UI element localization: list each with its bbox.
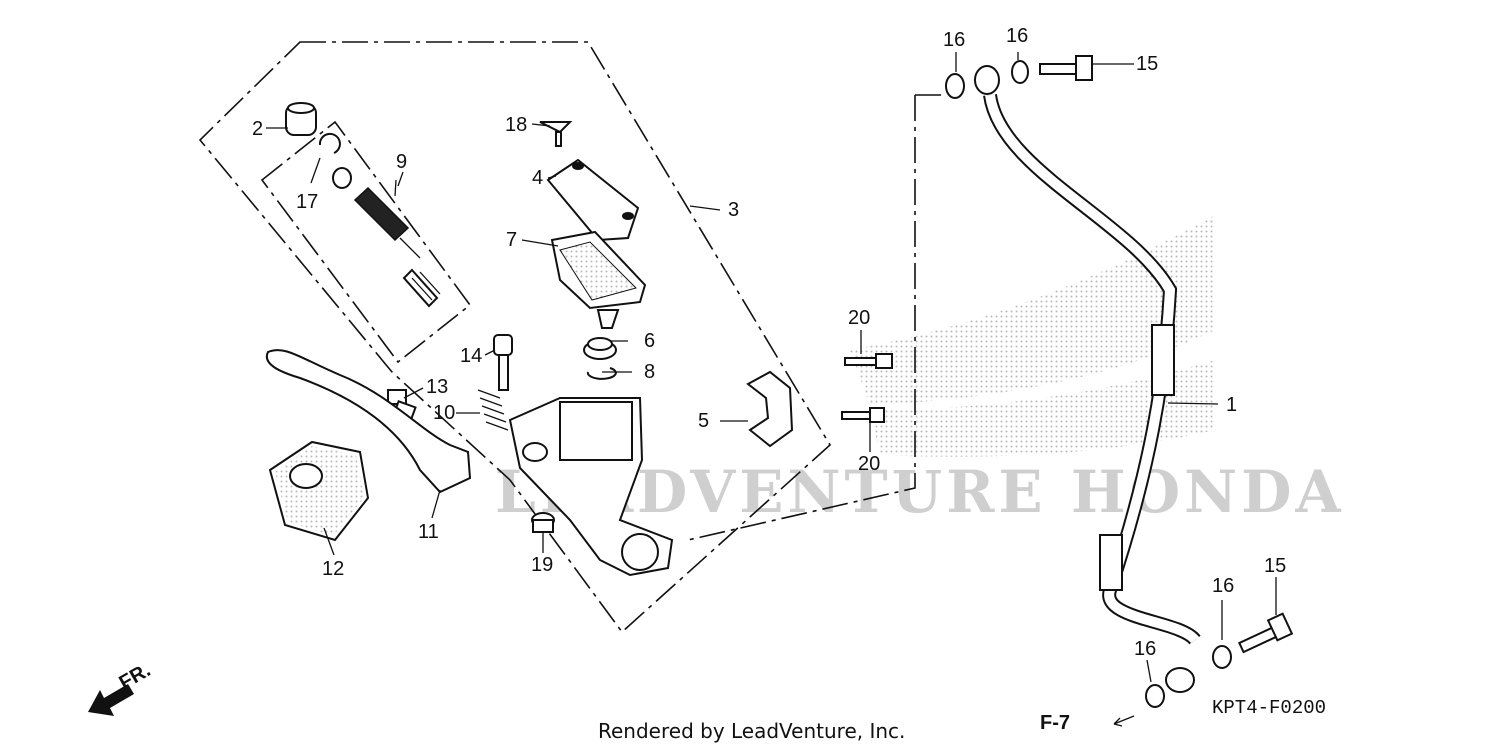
brake-lever-part-11[interactable] <box>265 349 472 494</box>
cap-part-19[interactable] <box>531 512 555 533</box>
diaphragm-part-7[interactable] <box>550 230 647 329</box>
washer-part-9a[interactable] <box>332 167 352 189</box>
callout-15-lower: 15 <box>1264 555 1286 577</box>
callout-19: 19 <box>531 554 553 576</box>
callout-4: 4 <box>532 167 543 189</box>
callout-1: 1 <box>1226 394 1237 416</box>
credit-line: Rendered by LeadVenture, Inc. <box>598 719 905 743</box>
pivot-bolt-part-14[interactable] <box>493 334 513 391</box>
washer-part-16-b[interactable] <box>1011 60 1029 84</box>
banjo-bolt-part-15-lower[interactable] <box>1238 612 1294 654</box>
callout-6: 6 <box>644 330 655 352</box>
screw-part-18[interactable] <box>539 121 573 147</box>
callout-15-upper: 15 <box>1136 53 1158 75</box>
callout-13: 13 <box>426 376 448 398</box>
callout-17: 17 <box>296 191 318 213</box>
callout-2: 2 <box>252 118 263 140</box>
callout-16-c: 16 <box>1212 575 1234 597</box>
front-direction-arrow: FR. <box>88 659 154 716</box>
callout-16-b: 16 <box>1006 25 1028 47</box>
reservoir-cap-part-4[interactable] <box>546 158 640 242</box>
callout-20-upper: 20 <box>848 307 870 329</box>
ring-part-8[interactable] <box>586 367 617 380</box>
callout-16-d: 16 <box>1134 638 1156 660</box>
honda-wing-watermark: LEADVENTURE HONDA <box>495 215 1340 526</box>
callout-3: 3 <box>728 199 739 221</box>
spring-part-10[interactable] <box>477 389 509 431</box>
callout-9: 9 <box>396 151 407 173</box>
holder-part-5[interactable] <box>746 370 794 448</box>
figure-reference: F-7 <box>1040 712 1070 734</box>
assembly-boundary-9 <box>260 120 472 364</box>
circlip-part-17[interactable] <box>318 132 341 154</box>
callout-16-a: 16 <box>943 29 965 51</box>
leader-lines <box>266 52 1277 683</box>
washer-part-16-c[interactable] <box>1212 645 1232 669</box>
washer-part-16-a[interactable] <box>945 73 965 99</box>
callout-5: 5 <box>698 410 709 432</box>
boot-part-2[interactable] <box>285 102 317 136</box>
callout-20-lower: 20 <box>858 453 880 475</box>
bolt-part-20-lower[interactable] <box>841 407 885 423</box>
callout-12: 12 <box>322 558 344 580</box>
callout-11: 11 <box>418 521 439 543</box>
hose-link-line <box>687 94 942 541</box>
callout-10: 10 <box>433 402 455 424</box>
boot-part-6[interactable] <box>583 337 617 360</box>
lever-cover-part-12[interactable] <box>268 440 370 542</box>
master-cylinder-body[interactable] <box>508 397 674 577</box>
diagram-code: KPT4-F0200 <box>1212 697 1326 719</box>
brake-hose-part-1[interactable] <box>974 65 1201 693</box>
bolt-part-20-upper[interactable] <box>844 353 893 369</box>
piston-part-9[interactable] <box>353 186 441 308</box>
banjo-bolt-part-15-upper[interactable] <box>1039 55 1093 81</box>
figure-reference-arrow <box>1113 715 1135 727</box>
callout-8: 8 <box>644 361 655 383</box>
washer-part-16-d[interactable] <box>1145 684 1165 708</box>
callout-7: 7 <box>506 229 517 251</box>
callout-14: 14 <box>460 345 482 367</box>
callout-18: 18 <box>505 114 527 136</box>
